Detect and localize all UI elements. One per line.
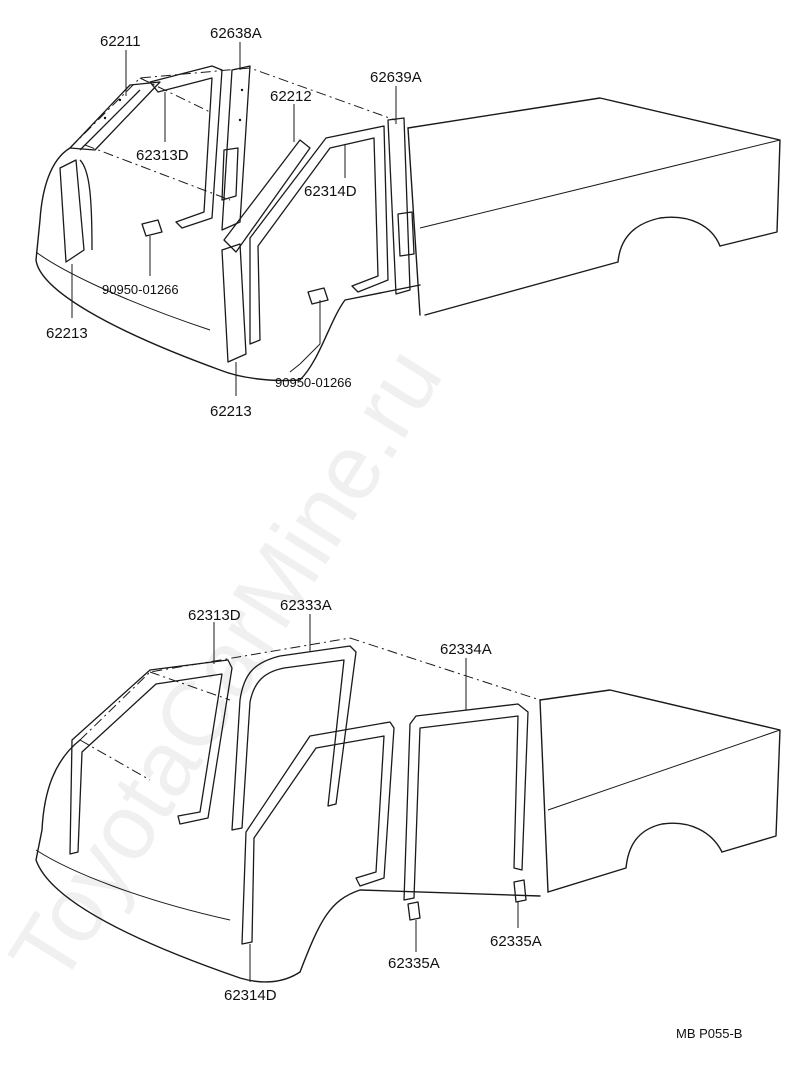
bottom-leader-lines [213,614,519,982]
part-62335A-a [407,901,421,921]
part-62313D-run [149,65,223,229]
part-62334A-run [403,703,529,901]
plug-90950-a [141,219,163,237]
label-62213-b: 62213 [210,403,252,420]
label-62335A-a: 62335A [388,955,440,972]
part-62314D-bottom [241,721,395,945]
part-62638A-pillar [221,65,251,231]
label-62211: 62211 [100,33,141,50]
bottom-cab-body [35,637,781,983]
part-62314D-run [249,125,389,345]
label-90950-01266-b: 90950-01266 [275,375,352,390]
part-62213-left [59,159,93,263]
top-labels: 62211 62638A 62212 62639A 62313D 62314D … [46,25,422,420]
label-90950-01266-a: 90950-01266 [102,282,179,297]
label-62313D: 62313D [136,147,189,164]
top-cab-body [35,67,781,382]
bottom-labels: 62313D 62333A 62334A 62314D 62335A 62335… [188,597,542,1004]
part-62213-right [221,243,247,363]
label-62212: 62212 [270,88,312,105]
figure-code: MB P055-B [676,1026,742,1041]
label-62638A: 62638A [210,25,262,42]
part-62212-strip [223,139,311,253]
label-62334A: 62334A [440,641,492,658]
top-leader-lines [71,42,397,396]
part-62335A-b [513,879,527,903]
label-62213-a: 62213 [46,325,88,342]
label-62335A-b: 62335A [490,933,542,950]
part-62639A-pillar [387,117,415,295]
label-62333A: 62333A [280,597,332,614]
part-62211-strip [69,81,161,151]
part-62313D-bottom [69,659,233,855]
part-62333A-run [231,645,357,831]
label-62313D-bottom: 62313D [188,607,241,624]
label-62314D: 62314D [304,183,357,200]
label-62639A: 62639A [370,69,422,86]
label-62314D-bottom: 62314D [224,987,277,1004]
plug-90950-b [307,287,329,305]
